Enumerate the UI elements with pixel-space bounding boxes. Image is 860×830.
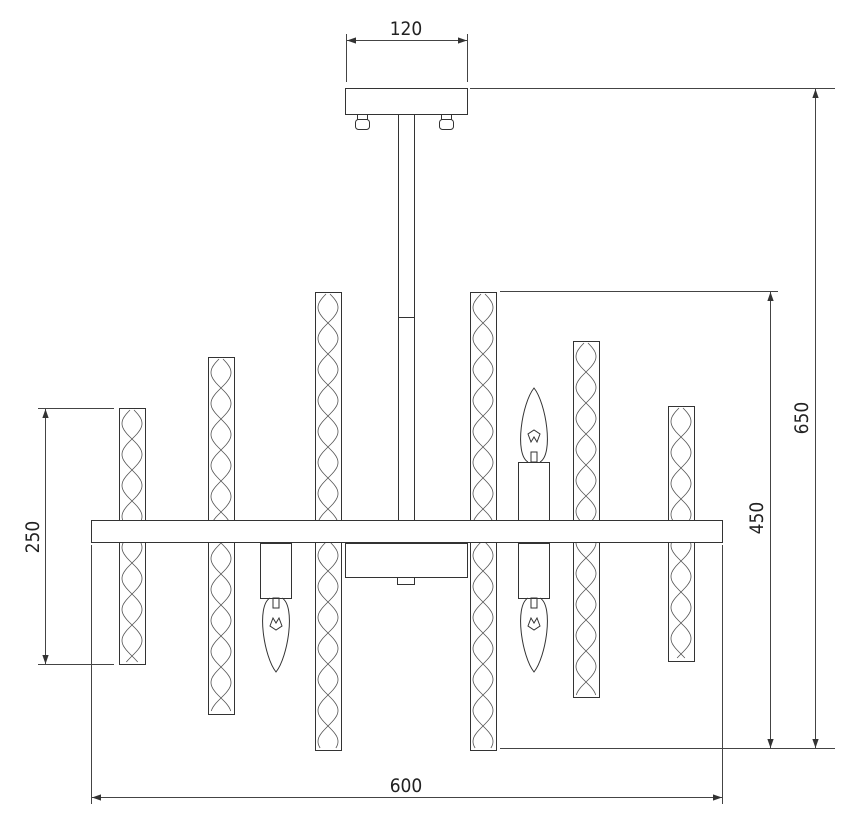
canopy-screw-right <box>439 114 454 130</box>
crystal-rod-5 <box>573 341 600 698</box>
dimension-total-width: 600 <box>91 545 723 804</box>
dimension-label-600: 600 <box>390 775 423 797</box>
dimension-short-rod-height: 250 <box>22 408 114 665</box>
twist-line <box>575 342 597 696</box>
candle-right-down <box>518 543 550 673</box>
twist-line <box>575 342 597 696</box>
dimension-rod-height: 450 <box>500 291 778 748</box>
ceiling-canopy <box>345 88 468 130</box>
dimension-label-450: 450 <box>746 502 768 535</box>
candle-right-up <box>518 387 550 521</box>
candle-left-down <box>260 543 292 673</box>
canopy-screw-left <box>355 114 370 130</box>
bulb-icon <box>262 597 290 673</box>
dimension-canopy-width: 120 <box>346 18 468 82</box>
dimension-label-650: 650 <box>791 402 813 435</box>
dimension-label-250: 250 <box>22 521 44 554</box>
dimension-total-height: 650 <box>470 88 835 749</box>
horizontal-bar <box>91 520 723 543</box>
suspension-stem <box>398 114 415 520</box>
dimension-label-120: 120 <box>390 18 423 40</box>
bulb-icon <box>520 597 548 673</box>
candle-lamps <box>260 387 550 673</box>
bulb-icon <box>520 387 548 463</box>
center-box <box>345 543 468 585</box>
